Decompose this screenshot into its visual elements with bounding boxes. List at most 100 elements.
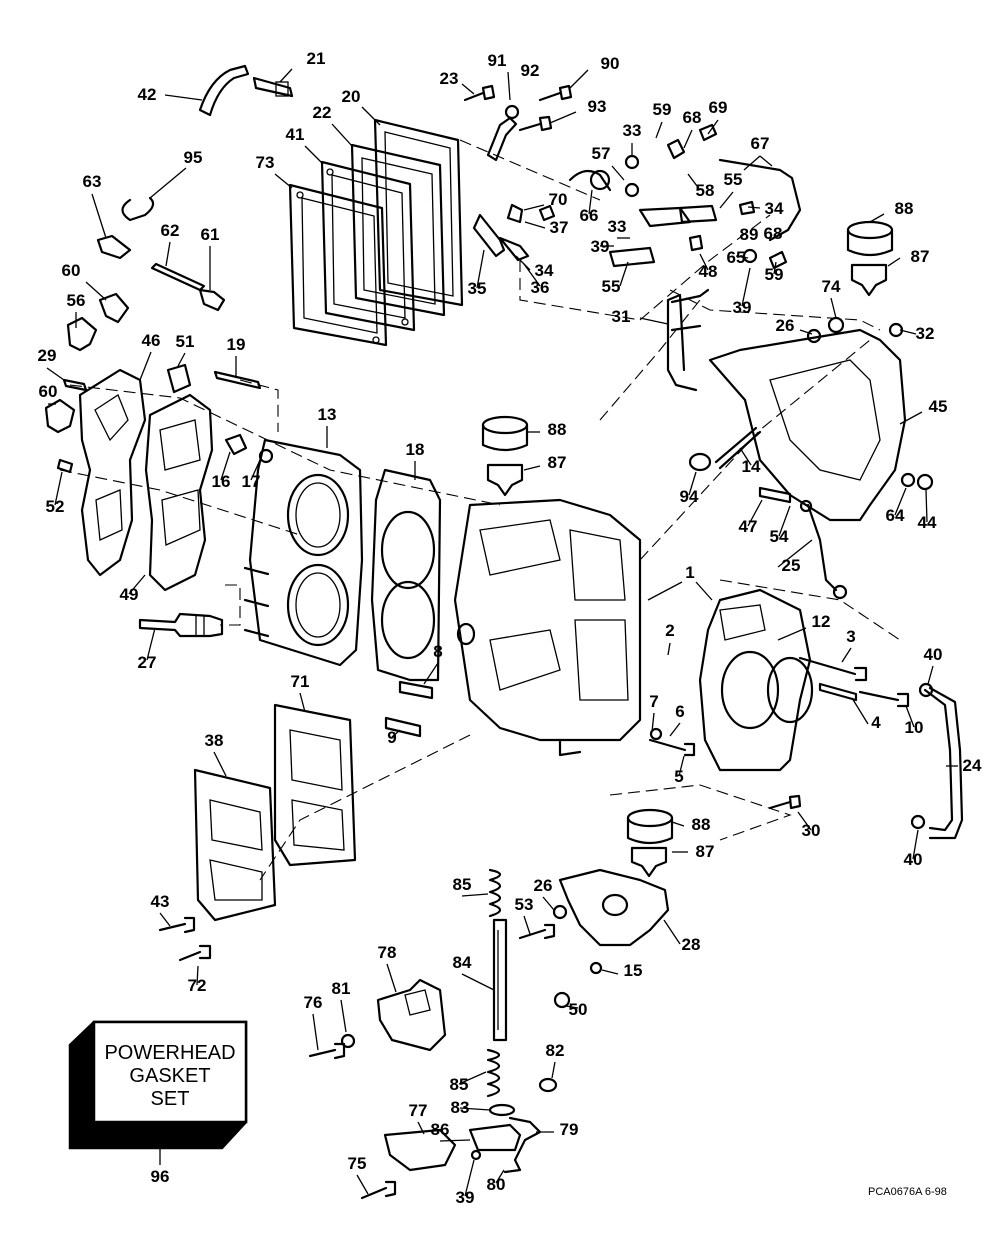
callout-64: 64 [886, 506, 905, 525]
callout-73: 73 [256, 153, 275, 172]
callout-95: 95 [184, 148, 203, 167]
callout-18: 18 [406, 440, 425, 459]
callout-26: 26 [776, 316, 795, 335]
callout-60: 60 [39, 382, 58, 401]
callout-76: 76 [304, 993, 323, 1012]
gasket-set-line-2: GASKET [129, 1065, 211, 1087]
callout-23: 23 [440, 69, 459, 88]
callout-40: 40 [904, 850, 923, 869]
callout-94: 94 [680, 487, 699, 506]
callout-34: 34 [535, 261, 554, 280]
callout-54: 54 [770, 527, 789, 546]
callout-70: 70 [549, 190, 568, 209]
callout-50: 50 [569, 1000, 588, 1019]
hose-24 [910, 682, 964, 840]
callout-43: 43 [151, 892, 170, 911]
cylinder-head [224, 433, 364, 667]
callout-86: 86 [431, 1120, 450, 1139]
callout-68: 68 [683, 108, 702, 127]
callout-75: 75 [348, 1154, 367, 1173]
callout-63: 63 [83, 172, 102, 191]
callout-39: 39 [456, 1188, 475, 1207]
callout-96: 96 [151, 1167, 170, 1186]
callout-24: 24 [963, 756, 982, 775]
callout-21: 21 [307, 49, 326, 68]
callout-62: 62 [161, 221, 180, 240]
callout-88: 88 [548, 420, 567, 439]
callout-57: 57 [592, 144, 611, 163]
callout-55: 55 [602, 277, 621, 296]
callout-60: 60 [62, 261, 81, 280]
callout-15: 15 [624, 961, 643, 980]
callout-89: 89 [740, 225, 759, 244]
callout-58: 58 [696, 181, 715, 200]
callout-41: 41 [286, 125, 305, 144]
callout-85: 85 [453, 875, 472, 894]
callout-79: 79 [560, 1120, 579, 1139]
callout-39: 39 [591, 237, 610, 256]
callout-39: 39 [733, 298, 752, 317]
callout-82: 82 [546, 1041, 565, 1060]
callout-16: 16 [212, 472, 231, 491]
callout-66: 66 [580, 206, 599, 225]
callout-56: 56 [67, 291, 86, 310]
top-bolts [463, 84, 573, 162]
small-brackets [308, 978, 542, 1200]
gasket-set-line-3: SET [150, 1088, 190, 1110]
callout-59: 59 [765, 265, 784, 284]
callout-84: 84 [453, 953, 472, 972]
callout-44: 44 [918, 513, 937, 532]
spark-plug [138, 612, 224, 638]
callout-87: 87 [548, 453, 567, 472]
callout-51: 51 [176, 332, 195, 351]
callout-33: 33 [608, 217, 627, 236]
ground-strap [688, 452, 848, 600]
head-gasket [370, 468, 442, 682]
callout-3: 3 [846, 627, 855, 646]
callout-37: 37 [550, 218, 569, 237]
callout-14: 14 [742, 457, 761, 476]
callout-19: 19 [227, 335, 246, 354]
callout-4: 4 [871, 713, 881, 732]
dowel-pins [384, 680, 434, 738]
callout-38: 38 [205, 731, 224, 750]
callout-93: 93 [588, 97, 607, 116]
callout-10: 10 [905, 718, 924, 737]
catalog-code: PCA0676A 6-98 [868, 1186, 947, 1198]
callout-61: 61 [201, 225, 220, 244]
callout-27: 27 [138, 653, 157, 672]
callout-87: 87 [696, 842, 715, 861]
callout-74: 74 [822, 277, 841, 296]
callout-80: 80 [487, 1175, 506, 1194]
callout-83: 83 [451, 1098, 470, 1117]
callout-45: 45 [929, 397, 948, 416]
callout-28: 28 [682, 935, 701, 954]
callout-32: 32 [916, 324, 935, 343]
callout-52: 52 [46, 497, 65, 516]
callout-88: 88 [895, 199, 914, 218]
callout-48: 48 [699, 262, 718, 281]
callout-59: 59 [653, 100, 672, 119]
callout-leader-lines [46, 68, 958, 1197]
callout-25: 25 [782, 556, 801, 575]
callout-88: 88 [692, 815, 711, 834]
callout-53: 53 [515, 895, 534, 914]
callout-30: 30 [802, 821, 821, 840]
callout-5: 5 [674, 767, 683, 786]
callout-29: 29 [38, 346, 57, 365]
callout-40: 40 [924, 645, 943, 664]
callout-6: 6 [675, 702, 684, 721]
callout-26: 26 [534, 876, 553, 895]
callout-33: 33 [623, 121, 642, 140]
crankcase-cover [698, 588, 814, 772]
callout-22: 22 [313, 103, 332, 122]
callout-8: 8 [433, 642, 442, 661]
callout-12: 12 [812, 612, 831, 631]
callout-85: 85 [450, 1075, 469, 1094]
callout-46: 46 [142, 331, 161, 350]
exhaust-cover-group [288, 118, 464, 347]
callout-17: 17 [242, 472, 261, 491]
callout-34: 34 [765, 199, 784, 218]
callout-55: 55 [724, 170, 743, 189]
